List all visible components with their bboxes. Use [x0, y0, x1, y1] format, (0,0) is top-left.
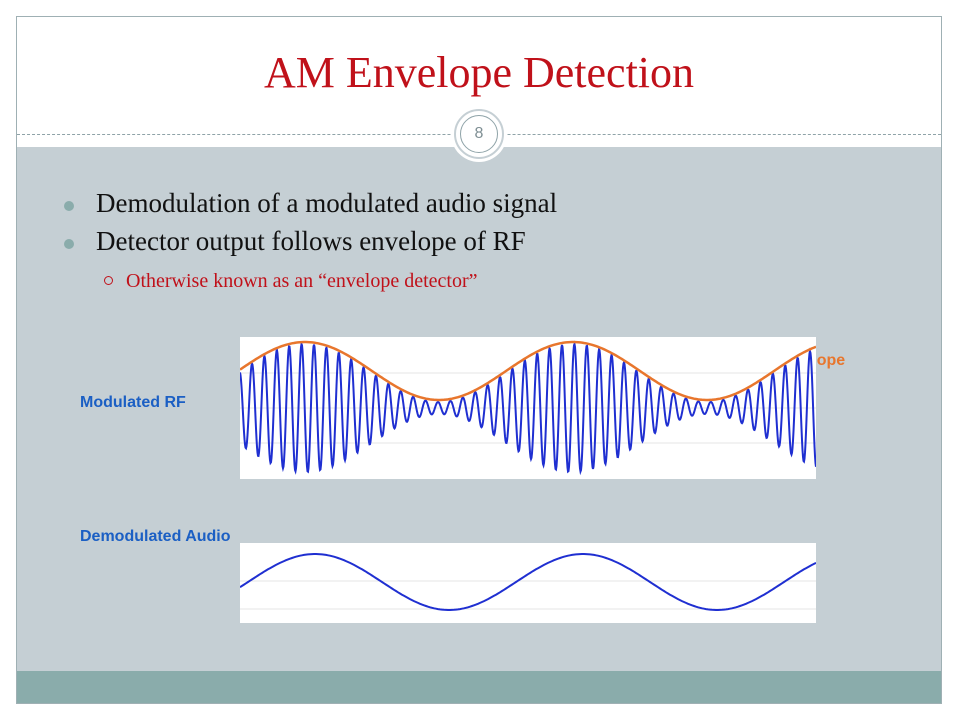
modulated-rf-plot — [239, 337, 817, 479]
demodulated-audio-waveform — [239, 553, 817, 611]
bullet-text: Detector output follows envelope of RF — [96, 226, 526, 256]
slide-number: 8 — [460, 115, 498, 153]
slide-number-badge: 8 — [454, 109, 504, 159]
envelope-line — [239, 340, 817, 402]
audio-signal-line — [239, 553, 817, 611]
bullet-dot-icon — [64, 201, 74, 211]
bullet-text: Demodulation of a modulated audio signal — [96, 188, 558, 218]
rf-signal-line — [239, 340, 817, 476]
modulated-rf-label: Modulated RF — [80, 394, 186, 411]
sub-bullet-text: Otherwise known as an “envelope detector… — [126, 270, 478, 292]
modulated-rf-waveform — [239, 340, 817, 476]
sub-bullet-icon — [104, 276, 113, 285]
demodulated-audio-label: Demodulated Audio — [80, 528, 231, 545]
bullet-dot-icon — [64, 239, 74, 249]
slide-title: AM Envelope Detection — [263, 48, 695, 97]
footer-band — [17, 671, 941, 703]
demodulated-audio-plot — [239, 543, 817, 623]
